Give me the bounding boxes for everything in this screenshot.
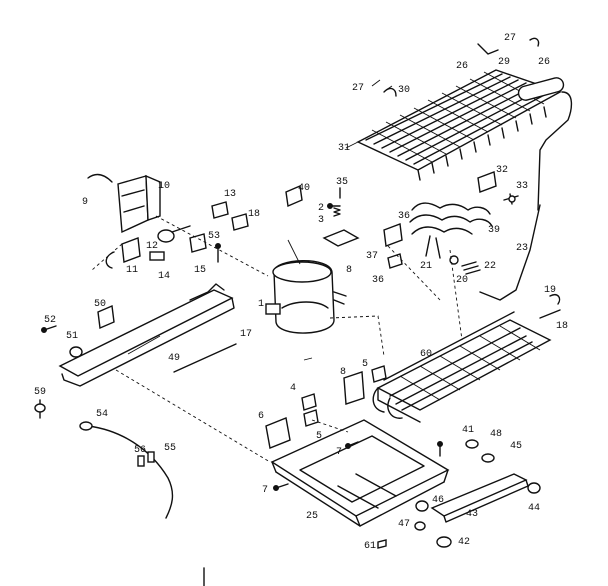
label-46: 46 — [432, 495, 444, 506]
label-18a: 18 — [248, 209, 260, 220]
label-31: 31 — [338, 143, 350, 154]
label-17: 17 — [240, 329, 252, 340]
frame-rail — [58, 283, 235, 387]
label-27b: 27 — [504, 33, 516, 44]
label-12: 12 — [146, 241, 158, 252]
label-49: 49 — [168, 353, 180, 364]
label-20: 20 — [456, 275, 468, 286]
label-19: 19 — [544, 285, 556, 296]
label-23: 23 — [516, 243, 528, 254]
label-45: 45 — [510, 441, 522, 452]
label-33: 33 — [516, 181, 528, 192]
small-parts — [34, 37, 561, 586]
label-10: 10 — [158, 181, 170, 192]
label-41: 41 — [462, 425, 474, 436]
label-26a: 26 — [456, 61, 468, 72]
label-44: 44 — [528, 503, 540, 514]
label-18b: 18 — [556, 321, 568, 332]
label-56: 56 — [134, 445, 146, 456]
label-43: 43 — [466, 509, 478, 520]
label-36a: 36 — [398, 211, 410, 222]
label-55: 55 — [164, 443, 176, 454]
label-14: 14 — [158, 271, 170, 282]
label-27a: 27 — [352, 83, 364, 94]
label-25: 25 — [306, 511, 318, 522]
label-5a: 5 — [362, 359, 368, 370]
label-22: 22 — [484, 261, 496, 272]
label-32: 32 — [496, 165, 508, 176]
label-2: 2 — [318, 203, 324, 214]
label-5b: 5 — [316, 431, 322, 442]
label-50: 50 — [94, 299, 106, 310]
condenser — [372, 311, 552, 423]
label-51: 51 — [66, 331, 78, 342]
control-box — [117, 174, 161, 234]
leader-lines — [127, 79, 393, 361]
label-47: 47 — [398, 519, 410, 530]
label-26b: 26 — [538, 57, 550, 68]
label-8b: 8 — [340, 367, 346, 378]
label-29: 29 — [498, 57, 510, 68]
label-1: 1 — [258, 299, 264, 310]
label-3: 3 — [318, 215, 324, 226]
label-4: 4 — [290, 383, 296, 394]
label-37: 37 — [366, 251, 378, 262]
label-52: 52 — [44, 315, 56, 326]
label-30: 30 — [398, 85, 410, 96]
label-6: 6 — [258, 411, 264, 422]
label-8a: 8 — [346, 265, 352, 276]
label-7b: 7 — [262, 485, 268, 496]
label-15: 15 — [194, 265, 206, 276]
label-7a: 7 — [336, 447, 342, 458]
label-13: 13 — [224, 189, 236, 200]
defrost-heater — [409, 202, 493, 259]
lower-rail — [430, 473, 529, 523]
label-60: 60 — [420, 349, 432, 360]
label-36b: 36 — [372, 275, 384, 286]
label-9: 9 — [82, 197, 88, 208]
label-59: 59 — [34, 387, 46, 398]
wiring-paths — [91, 215, 463, 463]
label-35: 35 — [336, 177, 348, 188]
heater-harness — [461, 261, 481, 275]
label-21: 21 — [420, 261, 432, 272]
label-11: 11 — [126, 265, 138, 276]
compressor — [265, 260, 347, 334]
label-61: 61 — [364, 541, 376, 552]
part-labels: 1 2 3 4 5 5 6 7 7 8 8 9 10 11 12 13 14 1… — [34, 33, 568, 552]
label-40: 40 — [298, 183, 310, 194]
label-42: 42 — [458, 537, 470, 548]
label-54: 54 — [96, 409, 108, 420]
label-53: 53 — [208, 231, 220, 242]
label-39: 39 — [488, 225, 500, 236]
evaporator-coil — [356, 69, 573, 301]
label-48: 48 — [490, 429, 502, 440]
